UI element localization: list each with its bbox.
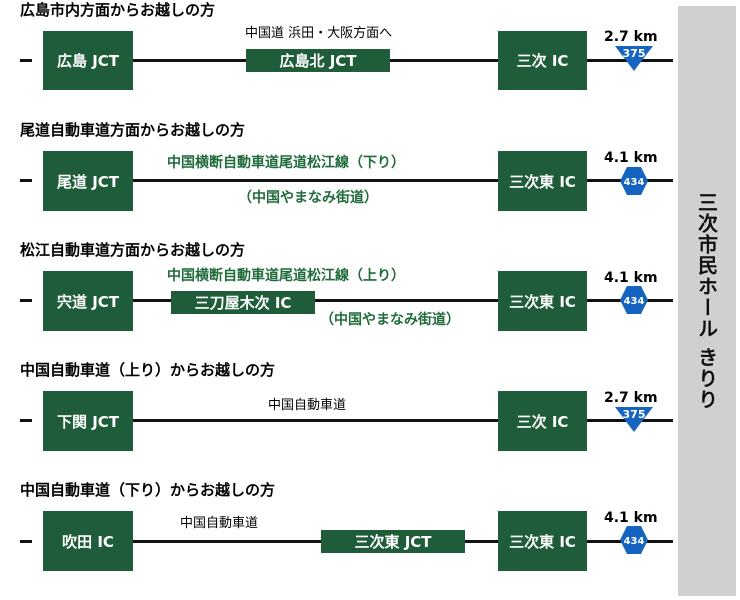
start-junction-box: 下関 JCT <box>43 391 133 451</box>
prefectural-route-shield-icon: 434 <box>619 525 649 555</box>
start-junction-box: 尾道 JCT <box>43 151 133 211</box>
distance-label: 2.7 km <box>604 390 658 406</box>
distance-label: 2.7 km <box>604 29 658 45</box>
start-ic-box: 吹田 IC <box>43 511 133 571</box>
expressway-line <box>133 419 498 422</box>
prefectural-route-shield-icon: 434 <box>619 166 649 196</box>
route-line-start <box>20 59 32 62</box>
route-note: 中国自動車道 <box>180 516 259 531</box>
expressway-nickname: （中国やまなみ街道） <box>320 312 460 328</box>
route-line-start <box>20 419 32 422</box>
expressway-line <box>133 179 498 182</box>
start-junction-box: 宍道 JCT <box>43 271 133 331</box>
route-title: 中国自動車道（下り）からお越しの方 <box>20 481 276 499</box>
expressway-line <box>315 299 498 302</box>
exit-ic-box: 三次 IC <box>498 391 587 451</box>
start-junction-box: 広島 JCT <box>43 31 133 90</box>
route-title: 尾道自動車道方面からお越しの方 <box>20 121 246 139</box>
route-title: 広島市内方面からお越しの方 <box>20 1 216 19</box>
route-number: 434 <box>624 536 645 547</box>
distance-label: 4.1 km <box>604 150 658 166</box>
mid-ic-box: 三刀屋木次 IC <box>171 291 315 314</box>
prefectural-route-shield-icon: 434 <box>619 285 649 315</box>
mid-junction-box: 広島北 JCT <box>246 49 390 72</box>
expressway-line <box>465 540 498 543</box>
expressway-nickname: （中国やまなみ街道） <box>238 190 378 206</box>
expressway-line <box>133 299 171 302</box>
route-number: 375 <box>623 47 646 60</box>
route-title: 松江自動車道方面からお越しの方 <box>20 241 246 259</box>
expressway-line <box>133 540 321 543</box>
destination-panel: 三次市民ホール きりり <box>678 6 736 596</box>
exit-ic-box: 三次 IC <box>498 31 587 90</box>
mid-junction-box: 三次東 JCT <box>321 530 465 553</box>
route-note: 中国道 浜田・大阪方面へ <box>245 26 393 41</box>
expressway-name: 中国横断自動車道尾道松江線（上り） <box>167 268 405 284</box>
destination-name: 三次市民ホール きりり <box>694 192 719 410</box>
route-number: 375 <box>623 408 646 421</box>
exit-ic-box: 三次東 IC <box>498 511 587 571</box>
route-title: 中国自動車道（上り）からお越しの方 <box>20 361 276 379</box>
route-note: 中国自動車道 <box>268 398 347 413</box>
route-line-start <box>20 179 32 182</box>
national-route-shield-icon: 375 <box>613 44 655 72</box>
exit-ic-box: 三次東 IC <box>498 271 587 331</box>
route-number: 434 <box>624 177 645 188</box>
distance-label: 4.1 km <box>604 510 658 526</box>
national-route-shield-icon: 375 <box>613 405 655 433</box>
exit-ic-box: 三次東 IC <box>498 151 587 211</box>
route-line-start <box>20 299 32 302</box>
expressway-name: 中国横断自動車道尾道松江線（下り） <box>167 155 405 171</box>
route-line-start <box>20 540 32 543</box>
route-number: 434 <box>624 296 645 307</box>
distance-label: 4.1 km <box>604 270 658 286</box>
